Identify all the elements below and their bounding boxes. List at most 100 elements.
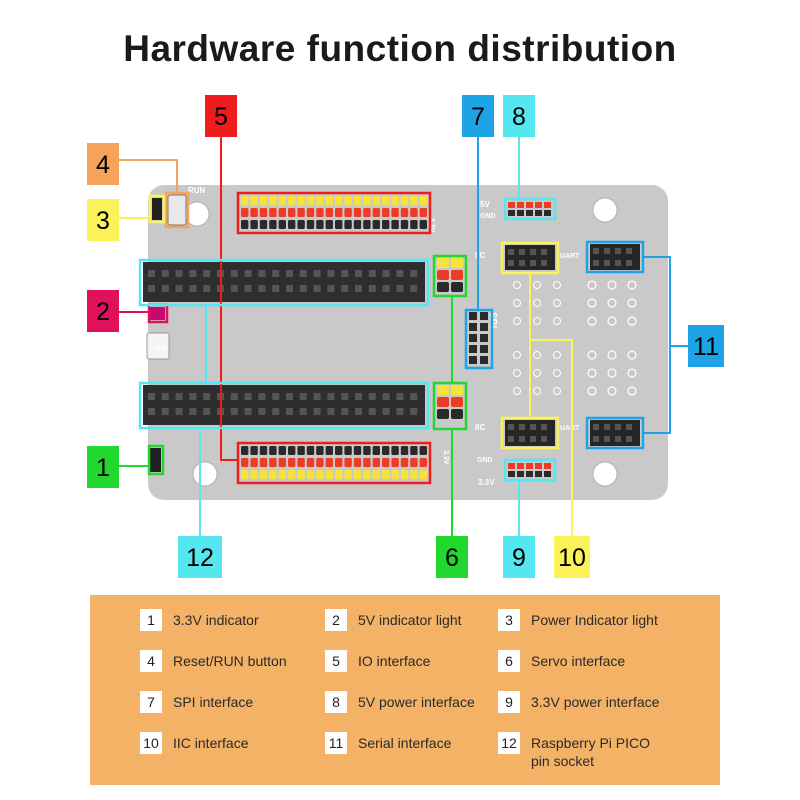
- uart-header-top-hole: [593, 248, 599, 254]
- socket-hole: [341, 393, 349, 400]
- io-pin-yellow: [259, 470, 268, 479]
- socket-hole: [189, 285, 197, 292]
- io-pin-yellow: [400, 470, 409, 479]
- legend-number: 5: [325, 650, 347, 672]
- io-pin-red: [241, 208, 249, 217]
- power-5v-pin: [517, 210, 524, 216]
- legend-item: 1 3.3V indicator: [140, 609, 259, 631]
- label-gnd: GND: [480, 213, 496, 220]
- iic-header-top-hole: [530, 249, 536, 255]
- silk-pad: [587, 316, 597, 326]
- socket-hole: [189, 393, 197, 400]
- io-pin-red: [316, 458, 324, 467]
- uart-header-bottom-hole: [604, 436, 610, 442]
- io-pin-red: [288, 208, 296, 217]
- legend-number: 7: [140, 691, 162, 713]
- io-pin-red: [259, 208, 268, 217]
- io-pin-black: [241, 446, 249, 455]
- io-pin-black: [410, 446, 418, 455]
- io-pin-yellow: [278, 470, 286, 479]
- legend-number: 1: [140, 609, 162, 631]
- io-pin-yellow: [335, 196, 343, 205]
- legend-text: SPI interface: [173, 694, 254, 710]
- socket-hole: [396, 285, 404, 292]
- label-uart-b: UART: [560, 425, 580, 432]
- legend-text: Raspberry Pi PICO pin socket: [531, 735, 651, 769]
- io-pin-black: [419, 220, 427, 229]
- servo-pin: [437, 282, 449, 292]
- mounting-hole: [192, 461, 218, 487]
- spi-pin: [480, 345, 488, 353]
- silk-pad: [533, 317, 541, 325]
- io-pin-yellow: [306, 196, 315, 205]
- io-pin-yellow: [391, 470, 399, 479]
- io-pin-red: [391, 458, 399, 467]
- highlight-frame: [236, 441, 432, 485]
- servo-pin: [451, 282, 463, 292]
- io-pin-black: [353, 220, 362, 229]
- socket-hole: [230, 285, 238, 292]
- silk-pad: [513, 281, 521, 289]
- silk-pad: [627, 368, 637, 378]
- socket-hole: [382, 285, 390, 292]
- legend-text: IO interface: [358, 653, 431, 669]
- power-5v-pin: [544, 210, 551, 216]
- legend-text: 3.3V indicator: [173, 612, 259, 628]
- io-pin-yellow: [288, 196, 296, 205]
- socket-hole: [230, 408, 238, 415]
- servo-pin: [451, 385, 463, 395]
- io-pin-red: [344, 208, 352, 217]
- power-33v-pin: [544, 463, 551, 469]
- io-pin-yellow: [410, 196, 418, 205]
- uart-header-top-hole: [626, 248, 632, 254]
- iic-header-bottom-hole: [541, 424, 547, 430]
- io-pin-black: [363, 446, 371, 455]
- socket-hole: [161, 408, 169, 415]
- power-5v-pin: [526, 210, 533, 216]
- io-pin-red: [250, 458, 258, 467]
- highlight-frame: [503, 197, 557, 221]
- label-uart: UART: [560, 253, 580, 260]
- io-pin-yellow: [353, 470, 362, 479]
- io-pin-black: [259, 220, 268, 229]
- socket-hole: [410, 270, 418, 277]
- iic-header-top-hole: [530, 260, 536, 266]
- servo-pin: [437, 258, 449, 268]
- callout-box: [87, 446, 119, 488]
- silk-pad: [587, 368, 597, 378]
- iic-header-bottom-hole: [541, 436, 547, 442]
- io-pin-yellow: [391, 196, 399, 205]
- legend-item: 5 IO interface: [325, 650, 430, 672]
- spi-pin: [469, 356, 477, 364]
- servo-pin: [451, 270, 463, 280]
- label-33v-bottom: 3.3V: [442, 450, 449, 465]
- callout-2: 2: [96, 298, 110, 326]
- io-pin-black: [400, 446, 409, 455]
- io-pin-black: [278, 220, 286, 229]
- io-pin-black: [288, 446, 296, 455]
- socket-hole: [341, 270, 349, 277]
- spi-pin: [469, 312, 477, 320]
- io-pin-red: [410, 458, 418, 467]
- uart-header-bottom-hole: [615, 436, 621, 442]
- io-pin-red: [297, 458, 305, 467]
- iic-header-bottom-hole: [519, 436, 525, 442]
- io-pin-yellow: [363, 470, 371, 479]
- socket-hole: [258, 408, 266, 415]
- silk-pad: [553, 317, 561, 325]
- spi-pin: [480, 323, 488, 331]
- socket-hole: [327, 270, 335, 277]
- callout-4: 4: [96, 151, 110, 179]
- power-33v-pin: [508, 471, 515, 477]
- io-pin-yellow: [316, 196, 324, 205]
- socket-hole: [299, 270, 307, 277]
- io-pin-yellow: [241, 196, 249, 205]
- silk-pad: [513, 299, 521, 307]
- callout-box: [436, 536, 468, 578]
- uart-header-top-hole: [593, 260, 599, 266]
- silk-pad: [607, 350, 617, 360]
- io-pin-yellow: [419, 196, 427, 205]
- socket-hole: [258, 270, 266, 277]
